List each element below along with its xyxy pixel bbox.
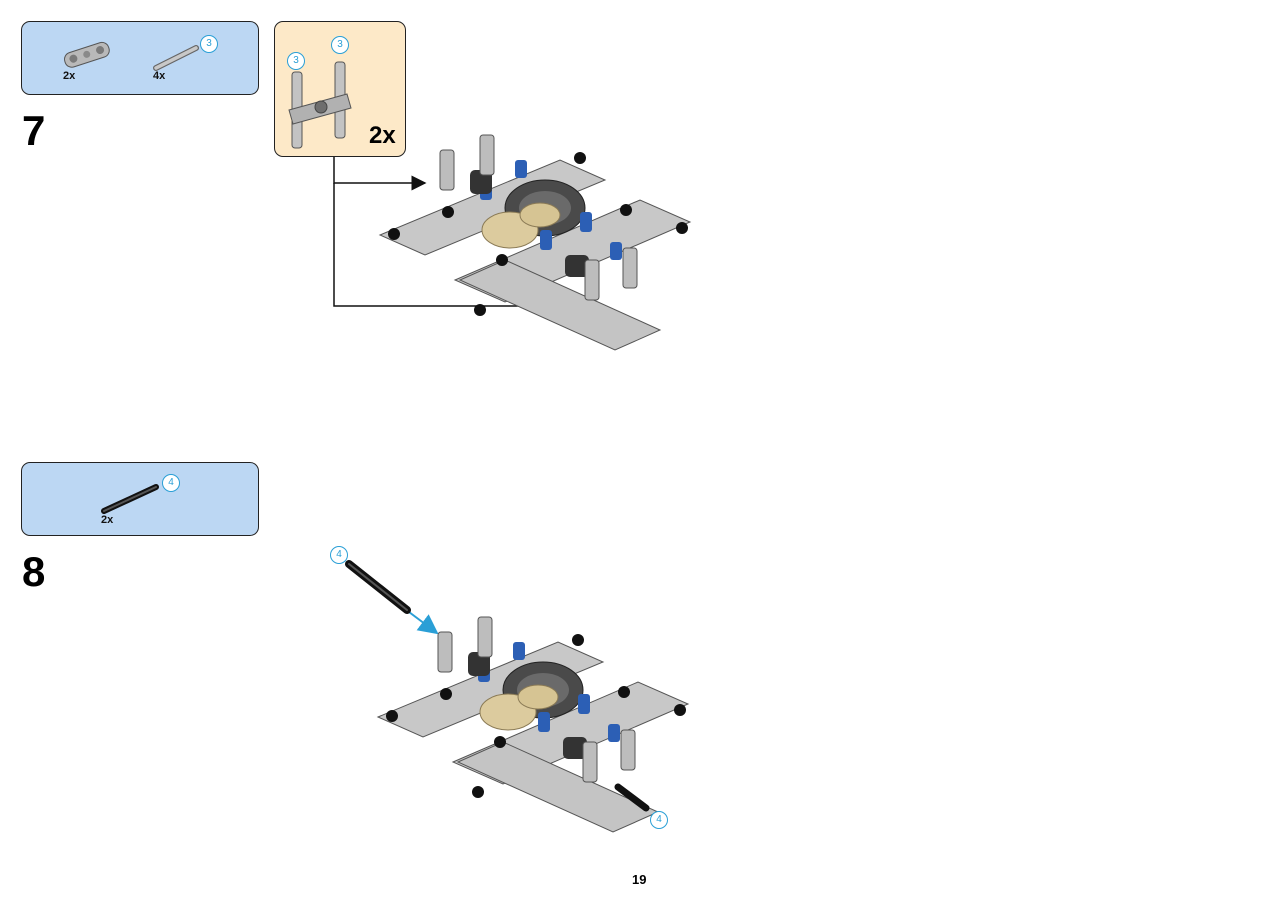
step7-parts-panel: 2x 3 4x bbox=[21, 21, 259, 95]
subassembly-panel: 3 3 2x bbox=[274, 21, 406, 157]
pin-connector-double-icon bbox=[64, 41, 110, 68]
step7-model-illustration bbox=[378, 134, 692, 351]
axle-length-callout: 3 bbox=[200, 35, 218, 53]
part-qty: 2x bbox=[63, 70, 76, 82]
subassembly-qty: 2x bbox=[369, 122, 396, 149]
axle-4-icon bbox=[345, 560, 411, 614]
axle-4-icon bbox=[101, 484, 159, 514]
step8-parts-panel: 4 2x bbox=[21, 462, 259, 536]
axle-length-callout: 3 bbox=[331, 36, 349, 54]
axle-length-callout: 4 bbox=[650, 811, 668, 829]
part-qty: 2x bbox=[101, 514, 114, 526]
step-number: 7 bbox=[22, 107, 46, 154]
axle-length-callout: 4 bbox=[330, 546, 348, 564]
part-qty: 4x bbox=[153, 70, 166, 82]
axle-length-callout: 3 bbox=[287, 52, 305, 70]
subassembly-connector-icon bbox=[288, 61, 352, 149]
axle-length-callout: 4 bbox=[162, 474, 180, 492]
step8-model-illustration bbox=[376, 616, 690, 833]
step-number: 8 bbox=[22, 548, 46, 595]
axle-3-icon bbox=[153, 45, 199, 71]
page-number: 19 bbox=[632, 872, 647, 887]
